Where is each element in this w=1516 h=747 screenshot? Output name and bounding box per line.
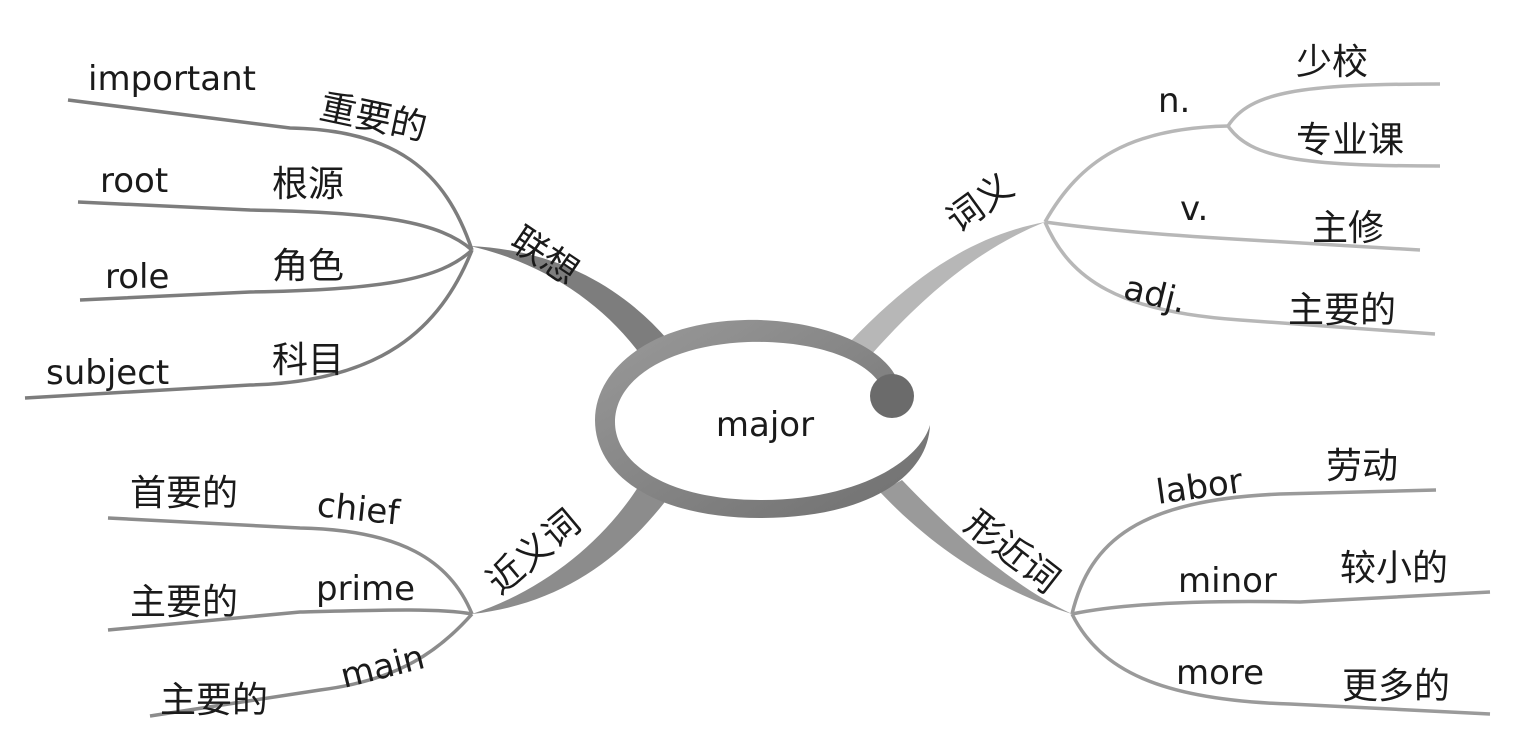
connector-adj	[1043, 221, 1436, 336]
pos-noun: n.	[1158, 81, 1190, 121]
trunk-meaning	[848, 222, 1045, 356]
meaning-noun-2: 专业课	[1296, 120, 1404, 161]
word-important: important	[88, 59, 256, 99]
connector-noun-sub1	[1226, 82, 1441, 127]
connector-more	[1070, 613, 1491, 716]
trunk-similar-forms	[880, 480, 1072, 614]
connector-labor	[1070, 488, 1437, 615]
trunk-synonyms	[472, 484, 668, 614]
meaning-role: 角色	[272, 246, 344, 287]
similar-meaning-labor: 劳动	[1326, 446, 1398, 487]
branch-similar-forms	[1070, 488, 1491, 716]
branch-association	[24, 98, 474, 400]
meaning-verb-1: 主修	[1312, 208, 1384, 249]
connector-minor	[1071, 590, 1491, 616]
pos-adj: adj.	[1120, 268, 1190, 322]
word-subject: subject	[46, 353, 169, 393]
connector-chief	[107, 516, 474, 615]
similar-meaning-more: 更多的	[1342, 666, 1450, 707]
connector-main	[149, 612, 474, 718]
word-role: role	[105, 257, 169, 297]
trunk-association	[470, 246, 668, 354]
center-word: major	[716, 405, 814, 445]
meaning-noun-1: 少校	[1296, 42, 1368, 83]
connector-subject	[24, 249, 474, 400]
center-node: major	[595, 319, 930, 518]
synonym-main: main	[337, 637, 429, 696]
connector-prime	[107, 608, 473, 632]
meaning-adj-1: 主要的	[1288, 290, 1396, 331]
connector-important	[67, 98, 474, 251]
branch-label-meaning: 词义	[939, 166, 1021, 241]
connector-verb	[1044, 220, 1421, 252]
similar-word-more: more	[1176, 653, 1264, 693]
pos-verb: v.	[1180, 189, 1208, 229]
similar-word-labor: labor	[1154, 461, 1245, 513]
synonym-chief: chief	[315, 485, 402, 534]
branch-meaning	[1043, 82, 1441, 336]
connector-noun	[1043, 124, 1229, 223]
connector-role	[79, 248, 474, 302]
synonym-meaning-chief: 首要的	[130, 473, 238, 514]
connector-noun-sub2	[1226, 125, 1441, 168]
similar-meaning-minor: 较小的	[1340, 548, 1448, 589]
meaning-root: 根源	[272, 164, 344, 205]
synonym-prime: prime	[316, 569, 415, 609]
similar-word-minor: minor	[1178, 561, 1277, 601]
ring-end-cap	[870, 374, 914, 418]
synonym-meaning-main: 主要的	[160, 680, 268, 721]
word-root: root	[100, 161, 168, 201]
connector-root	[77, 200, 474, 252]
branch-synonyms	[107, 516, 474, 718]
meaning-subject: 科目	[272, 340, 344, 381]
synonym-meaning-prime: 主要的	[130, 582, 238, 623]
